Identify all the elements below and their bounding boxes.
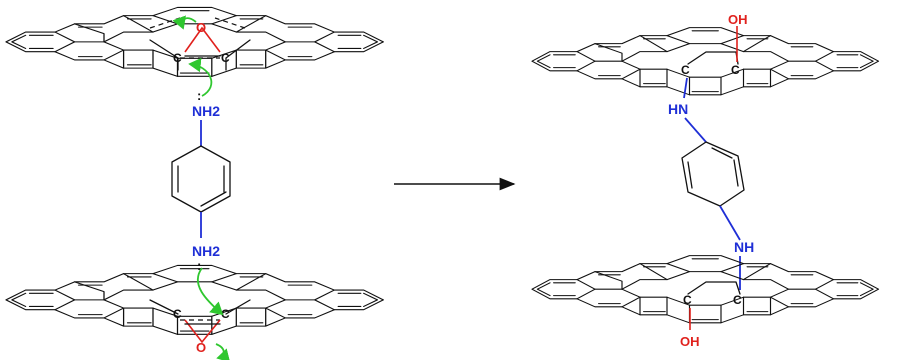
reactant-top-sheet — [5, 6, 384, 77]
phenylenediamine-linker: : NH2 NH2 : — [171, 88, 231, 273]
product-carbon-bottom-right: C — [733, 293, 742, 307]
carbon-label-top-left: C — [173, 51, 182, 65]
amine-bottom-label: NH2 — [192, 243, 220, 259]
reactant-bottom-sheet — [5, 264, 384, 344]
lone-pair-top: : — [197, 88, 201, 103]
product-carbon-top-left: C — [681, 63, 690, 77]
product-carbon-bottom-left: C — [683, 293, 692, 307]
carbon-label-bottom-left: C — [173, 307, 182, 321]
product-linker: HN NH — [668, 77, 754, 290]
curly-arrow-icon — [172, 15, 197, 30]
epoxide-oxygen-top: O — [196, 20, 206, 35]
epoxide-bonds-top — [184, 26, 221, 53]
product-carbon-top-right: C — [731, 63, 740, 77]
curly-arrow-icon — [188, 57, 213, 97]
curly-arrow-icon — [196, 267, 224, 316]
epoxide-bonds-bottom — [184, 319, 221, 344]
product-amine-top: HN — [668, 101, 688, 117]
product-bottom-sheet — [531, 255, 880, 324]
product-top-sheet — [531, 27, 880, 96]
hydroxyl-top: OH — [728, 12, 748, 27]
carbon-label-top-right: C — [221, 51, 230, 65]
amine-top-label: NH2 — [192, 103, 220, 119]
hydroxyl-bottom: OH — [680, 334, 700, 349]
curly-arrow-icon — [215, 343, 231, 360]
carbon-label-bottom-right: C — [221, 307, 230, 321]
epoxide-oxygen-bottom: O — [196, 340, 206, 355]
product-amine-bottom: NH — [734, 239, 754, 255]
